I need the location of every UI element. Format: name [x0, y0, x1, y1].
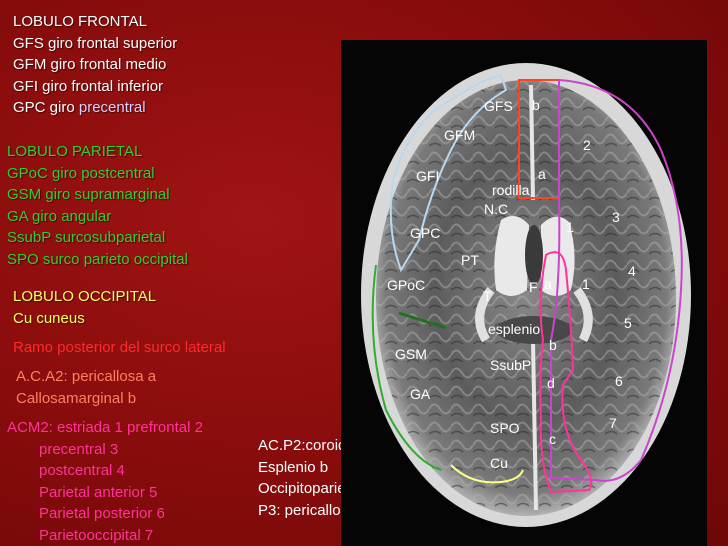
- aca-line: Callosamarginal b: [16, 389, 137, 407]
- parietal-title: LOBULO PARIETAL: [7, 143, 143, 160]
- label-1b: 1: [582, 276, 590, 292]
- label-6: 6: [615, 373, 623, 389]
- interhemispheric-fissure: [529, 84, 538, 511]
- acm-line: ACM2: estriada 1 prefrontal 2: [7, 419, 203, 436]
- label-esplenio: esplenio: [488, 321, 541, 337]
- label-spo: SPO: [490, 420, 520, 436]
- aca-line: A.C.A2: pericallosa a: [16, 368, 157, 385]
- parietal-item: GA giro angular: [7, 207, 112, 225]
- acm-line: Parietooccipital 7: [39, 526, 154, 544]
- parietal-item: SsubP surcosubparietal: [7, 229, 166, 246]
- label-d: d: [547, 375, 555, 391]
- label-1a: 1: [566, 219, 574, 235]
- cuneus-outline: [450, 464, 524, 484]
- label-cu: Cu: [490, 455, 508, 471]
- acm-line: precentral 3: [39, 440, 119, 458]
- acm-legend: ACM2: estriada 1 prefrontal 2 precentral…: [7, 417, 203, 546]
- mri-axial-image: [341, 40, 707, 546]
- occipital-title: LOBULO OCCIPITAL: [13, 288, 157, 305]
- label-f: F: [529, 279, 538, 295]
- frontal-item: GFM giro frontal medio: [13, 56, 167, 73]
- label-a-rodilla: a: [538, 166, 546, 182]
- label-7: 7: [609, 415, 617, 431]
- parietal-legend: LOBULO PARIETAL GPoC giro postcentral GS…: [7, 141, 188, 270]
- frontal-title: LOBULO FRONTAL: [13, 13, 147, 30]
- frontal-item-gpc: GPC giro precentral: [13, 97, 177, 119]
- parietal-item: SPO surco parieto occipital: [7, 250, 188, 268]
- label-2: 2: [583, 137, 591, 153]
- occipital-item: Cu cuneus: [13, 309, 85, 327]
- label-3: 3: [612, 209, 620, 225]
- parietal-item: GSM giro supramarginal: [7, 186, 170, 203]
- acm-line: postcentral 4: [39, 462, 125, 479]
- label-b-mid: b: [549, 337, 557, 353]
- parietal-green-outline: [371, 264, 442, 471]
- occipital-legend: LOBULO OCCIPITAL Cu cuneus: [13, 286, 156, 329]
- ramo-text: Ramo posterior del surco lateral: [13, 339, 226, 356]
- ramo-posterior-label: Ramo posterior del surco lateral: [13, 337, 226, 359]
- septum: [525, 225, 543, 285]
- acm-line: Parietal anterior 5: [39, 483, 158, 501]
- label-gpoc: GPoC: [387, 277, 426, 293]
- label-gfm: GFM: [444, 127, 476, 143]
- frontal-item: GFS giro frontal superior: [13, 34, 178, 52]
- acp-territory-outline: [539, 251, 593, 494]
- label-gsm: GSM: [395, 346, 427, 362]
- aca-legend: A.C.A2: pericallosa a Callosamarginal b: [16, 366, 156, 409]
- label-c: c: [549, 431, 556, 447]
- label-t: T: [483, 288, 492, 304]
- frontal-legend: LOBULO FRONTAL GFS giro frontal superior…: [13, 11, 177, 119]
- acm-territory-outline: [550, 78, 683, 482]
- left-lateral-ventricle: [494, 216, 529, 296]
- acp-line: Esplenio b: [258, 458, 329, 476]
- parietal-item: GPoC giro postcentral: [7, 164, 155, 182]
- gpc-word: precentral: [78, 99, 146, 116]
- label-gfi: GFI: [416, 168, 440, 184]
- label-pt: PT: [461, 252, 479, 268]
- label-5: 5: [624, 315, 632, 331]
- lateral-sulcus-line: [398, 311, 447, 330]
- label-ga: GA: [410, 386, 431, 402]
- gyri-texture: [376, 80, 676, 516]
- frontal-outline: [389, 73, 508, 273]
- label-a-mid: a: [544, 276, 552, 292]
- acm-line: Parietal posterior 6: [39, 505, 165, 522]
- label-rodilla: rodilla: [492, 182, 530, 198]
- frontal-item: GFI giro frontal inferior: [13, 77, 164, 95]
- posterior-horn-left: [475, 287, 495, 343]
- label-gpc: GPC: [410, 225, 441, 241]
- label-ssubp: SsubP: [490, 357, 532, 373]
- label-nc: N.C: [484, 201, 509, 217]
- label-4: 4: [628, 263, 636, 279]
- posterior-horn-right: [573, 287, 593, 343]
- label-b-top: b: [532, 97, 540, 113]
- label-gfs: GFS: [484, 98, 513, 114]
- gpc-prefix: GPC giro: [13, 99, 79, 116]
